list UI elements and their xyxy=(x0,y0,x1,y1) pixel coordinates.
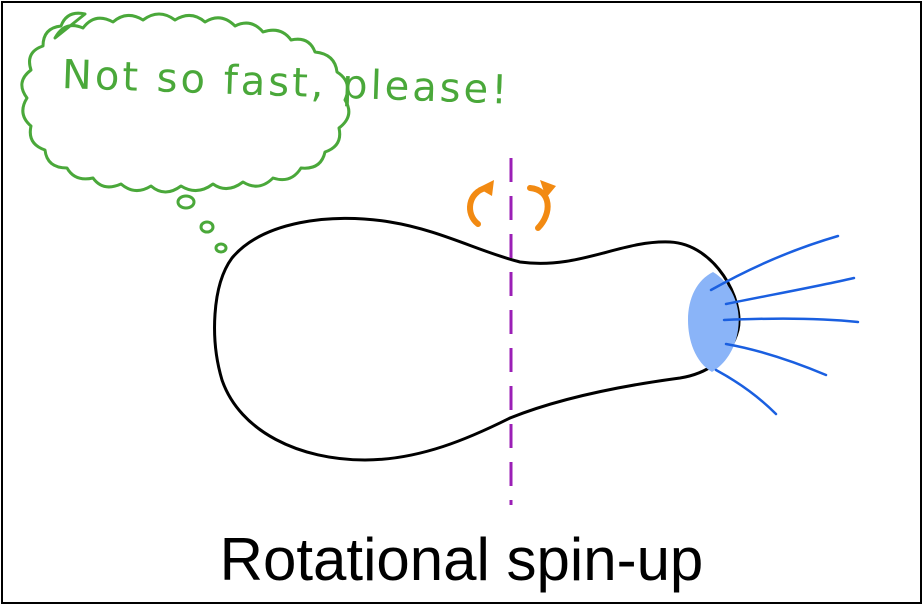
rotation-arrow-right-icon xyxy=(527,185,551,231)
rotation-arrow-left-icon xyxy=(467,185,489,227)
rotation-arrows xyxy=(467,180,556,231)
rotation-arrow-left-head xyxy=(478,180,494,196)
elongated-body-outline xyxy=(213,216,741,462)
emission-line-4 xyxy=(724,342,828,377)
emission-line-2 xyxy=(724,276,856,306)
emission-patch xyxy=(688,272,739,372)
thought-bubble-dot-small xyxy=(214,242,228,254)
emission-lines-icon xyxy=(709,234,860,416)
thought-bubble xyxy=(20,11,351,254)
thought-bubble-cloud xyxy=(20,11,351,194)
emission-line-5 xyxy=(714,368,778,416)
emission-line-3 xyxy=(722,317,860,324)
diagram-caption: Rotational spin-up xyxy=(219,526,704,593)
thought-bubble-dot-medium xyxy=(199,220,215,234)
thought-bubble-dot-large xyxy=(176,194,196,210)
rotation-arrow-right-head xyxy=(540,180,556,198)
emission-line-1 xyxy=(709,234,840,292)
